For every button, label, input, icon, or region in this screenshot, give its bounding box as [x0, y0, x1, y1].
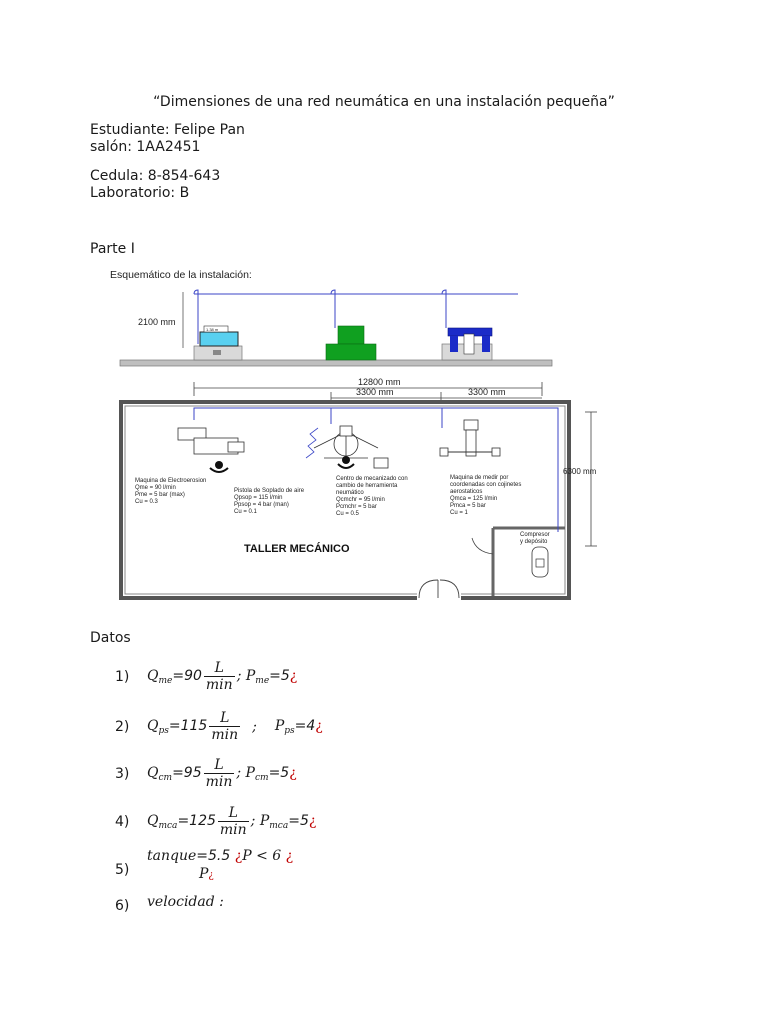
total-dimension: 12800 mm	[358, 377, 401, 387]
svg-text:Cu = 0.1: Cu = 0.1	[234, 509, 258, 515]
svg-text:Maquina de Electroerosion: Maquina de Electroerosion	[135, 478, 206, 484]
svg-text:Qpsop = 115 l/min: Qpsop = 115 l/min	[234, 495, 282, 501]
svg-text:Pme = 5 bar (max): Pme = 5 bar (max)	[135, 492, 185, 498]
svg-text:Pmca = 5 bar: Pmca = 5 bar	[450, 503, 486, 509]
section-part: Parte I	[90, 241, 135, 257]
schematic-caption: Esquemático de la instalación:	[110, 269, 252, 281]
svg-text:Qme = 90 l/min: Qme = 90 l/min	[135, 485, 176, 491]
student-name: Estudiante: Felipe Pan	[90, 122, 245, 138]
span-dimension-a: 3300 mm	[356, 387, 394, 397]
svg-text:Qmca = 125 l/min: Qmca = 125 l/min	[450, 496, 497, 502]
svg-text:Cu = 0.5: Cu = 0.5	[336, 511, 360, 517]
svg-text:coordenadas con cojinetes: coordenadas con cojinetes	[450, 482, 521, 488]
door	[418, 579, 460, 599]
room-number: salón: 1AA2451	[90, 139, 201, 155]
datos-item-6: 6) velocidad :	[115, 894, 224, 914]
side-dimension: 6300 mm	[563, 467, 597, 476]
edm-machine-elevation	[199, 331, 239, 347]
svg-text:Compresor: Compresor	[520, 532, 550, 538]
section-datos: Datos	[90, 630, 131, 646]
plan-air-pipe	[193, 407, 559, 532]
document-title: “Dimensiones de una red neumática en una…	[153, 94, 615, 110]
svg-text:aerostaticos: aerostaticos	[450, 489, 482, 495]
installation-schematic: Esquemático de la instalación: 2100 mm 1…	[110, 269, 597, 602]
svg-text:neumático: neumático	[336, 490, 364, 496]
svg-text:Ppsop = 4 bar (man): Ppsop = 4 bar (man)	[234, 502, 289, 508]
room-walls	[119, 400, 571, 600]
datos-item-5: 5) tanque=5.5 ¿P < 6 ¿ P¿	[115, 848, 294, 882]
compressor-tank	[531, 546, 549, 578]
lab-name: Laboratorio: B	[90, 185, 190, 201]
svg-text:Qcmchr = 95 l/min: Qcmchr = 95 l/min	[336, 497, 385, 503]
svg-text:Maquina de medir por: Maquina de medir por	[450, 475, 508, 481]
span-dimension-b: 3300 mm	[468, 387, 506, 397]
svg-text:Centro de mecanizado con: Centro de mecanizado con	[336, 476, 408, 482]
edm-machine-plan	[177, 427, 207, 441]
cmm-machine-plan	[463, 419, 479, 431]
id-number: Cedula: 8-854-643	[90, 168, 221, 184]
cnc-machine-elevation	[337, 325, 365, 345]
svg-text:Pistola de Soplado de aire: Pistola de Soplado de aire	[234, 488, 305, 494]
height-dimension: 2100 mm	[138, 317, 176, 327]
floor-slab	[119, 359, 553, 367]
svg-text:Pcmchr = 5 bar: Pcmchr = 5 bar	[336, 504, 377, 510]
svg-text:Cu = 0.3: Cu = 0.3	[135, 499, 159, 505]
svg-text:y depósito: y depósito	[520, 539, 548, 545]
room-label: TALLER MECÁNICO	[244, 542, 350, 555]
svg-text:1.38 m: 1.38 m	[206, 327, 219, 332]
svg-text:cambio de herramienta: cambio de herramienta	[336, 483, 398, 489]
svg-text:Cu = 1: Cu = 1	[450, 510, 469, 516]
air-gun-hose	[305, 427, 319, 459]
